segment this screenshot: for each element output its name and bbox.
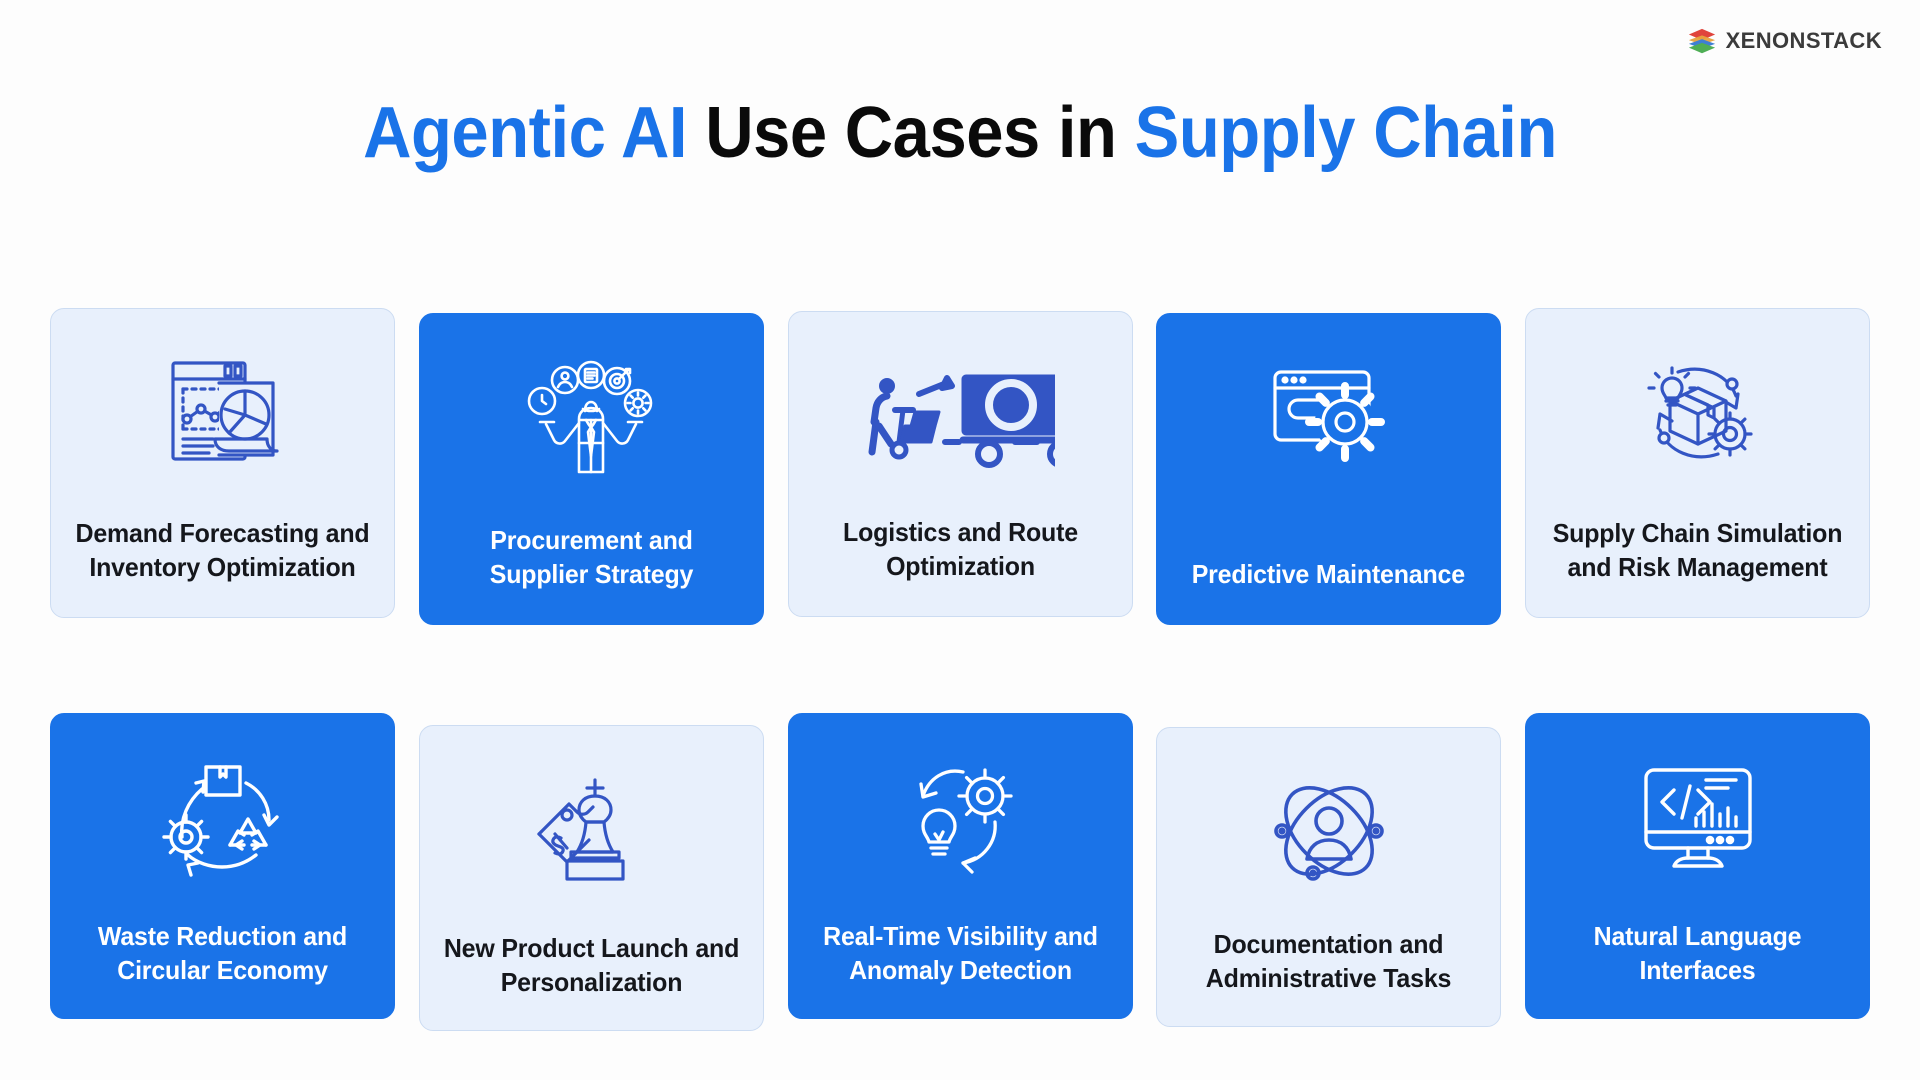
use-case-card-realtime-visibility[interactable]: Real-Time Visibility and Anomaly Detecti… xyxy=(787,713,1133,1019)
use-case-card-waste-reduction[interactable]: Waste Reduction and Circular Economy xyxy=(50,713,395,1019)
use-case-card-predictive-maintenance[interactable]: Predictive Maintenance xyxy=(1156,313,1502,625)
use-case-card-demand-forecasting[interactable]: Demand Forecasting and Inventory Optimiz… xyxy=(50,308,395,618)
use-case-label: Natural Language Interfaces xyxy=(1593,921,1802,986)
use-case-label: Documentation and Administrative Tasks xyxy=(1206,929,1452,994)
use-case-label: Logistics and Route Optimization xyxy=(842,517,1078,582)
monitor-code-chart-icon xyxy=(1636,752,1760,884)
use-case-grid: Demand Forecasting and Inventory Optimiz… xyxy=(50,308,1870,1031)
circular-economy-recycle-icon xyxy=(160,752,286,884)
use-case-label: Real-Time Visibility and Anomaly Detecti… xyxy=(822,921,1098,986)
browser-window-gear-icon xyxy=(1267,352,1391,484)
page-title-part-3: Supply Chain xyxy=(1134,93,1558,173)
use-case-card-simulation-risk[interactable]: Supply Chain Simulation and Risk Managem… xyxy=(1525,308,1870,618)
use-case-card-natural-language[interactable]: Natural Language Interfaces xyxy=(1525,713,1870,1019)
use-case-label: Waste Reduction and Circular Economy xyxy=(97,921,348,986)
page-title-part-2: Use Cases in xyxy=(687,93,1135,173)
brand-logo: XENONSTACK xyxy=(1687,26,1882,56)
use-case-card-logistics[interactable]: Logistics and Route Optimization xyxy=(787,311,1133,617)
use-case-label: New Product Launch and Personalization xyxy=(443,933,740,998)
use-case-label: Procurement and Supplier Strategy xyxy=(489,525,694,590)
package-cycle-lightbulb-gear-icon xyxy=(1634,347,1762,479)
use-case-row-1: Demand Forecasting and Inventory Optimiz… xyxy=(50,308,1870,625)
lightbulb-gear-arrows-icon xyxy=(897,752,1023,884)
delivery-truck-loading-icon xyxy=(865,350,1055,482)
atom-orbit-person-icon xyxy=(1269,766,1389,898)
use-case-card-procurement[interactable]: Procurement and Supplier Strategy xyxy=(418,313,764,625)
page-title-part-1: Agentic AI xyxy=(363,93,688,173)
analytics-report-icon xyxy=(159,347,287,479)
use-case-row-2: Waste Reduction and Circular Economy xyxy=(50,713,1870,1031)
use-case-card-new-product-launch[interactable]: New Product Launch and Personalization xyxy=(418,725,764,1031)
use-case-label: Predictive Maintenance xyxy=(1192,559,1466,590)
page-title: Agentic AI Use Cases in Supply Chain xyxy=(67,92,1853,174)
layered-stack-icon xyxy=(1688,28,1715,54)
businessman-juggling-icons-icon xyxy=(525,352,657,484)
use-case-card-documentation[interactable]: Documentation and Administrative Tasks xyxy=(1156,727,1502,1027)
brand-name: XENONSTACK xyxy=(1725,28,1882,53)
use-case-label: Supply Chain Simulation and Risk Managem… xyxy=(1552,518,1843,583)
chess-king-price-tag-icon xyxy=(531,764,651,896)
use-case-label: Demand Forecasting and Inventory Optimiz… xyxy=(75,518,370,583)
